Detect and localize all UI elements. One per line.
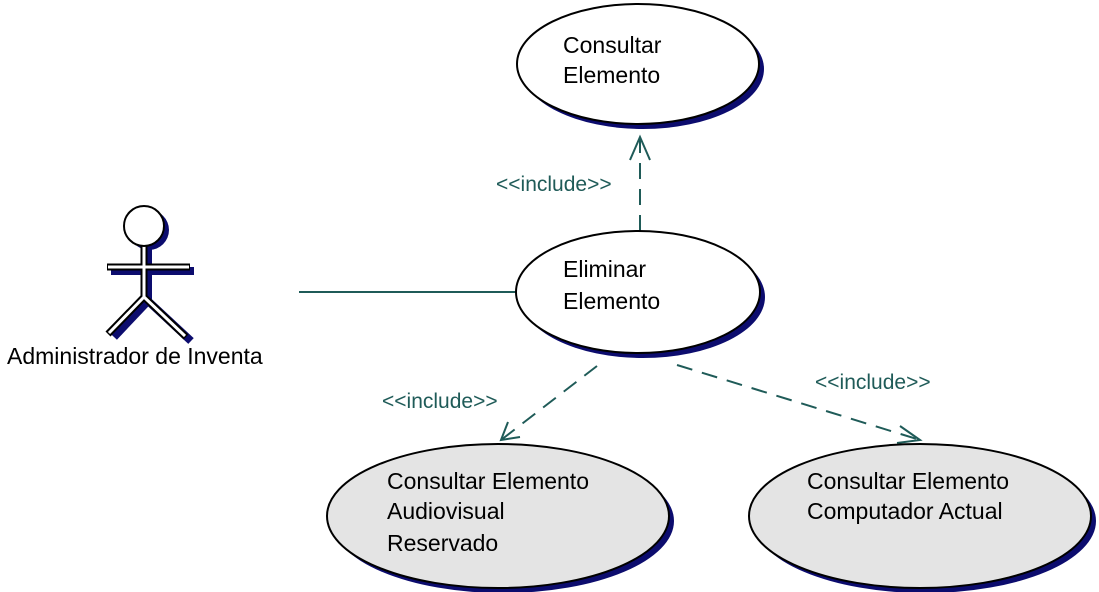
use-case-label: Consultar Elemento bbox=[387, 468, 589, 494]
use-case-consultar-elemento[interactable]: Consultar Elemento bbox=[516, 3, 764, 129]
use-case-label: Elemento bbox=[563, 62, 660, 88]
actor-label: Administrador de Inventa bbox=[7, 343, 263, 369]
include-arrow-computador[interactable] bbox=[676, 364, 923, 444]
use-case-eliminar-elemento[interactable]: Eliminar Elemento bbox=[515, 230, 765, 358]
use-case-label: Reservado bbox=[387, 530, 498, 556]
include-label-top: <<include>> bbox=[496, 173, 612, 196]
include-label-right: <<include>> bbox=[815, 371, 931, 394]
use-case-label: Computador Actual bbox=[807, 498, 1003, 524]
use-case-label: Consultar Elemento bbox=[807, 468, 1009, 494]
include-arrow-audiovisual[interactable] bbox=[499, 365, 598, 442]
use-case-label: Eliminar bbox=[563, 256, 646, 282]
use-case-consultar-audiovisual[interactable]: Consultar Elemento Audiovisual Reservado bbox=[326, 443, 674, 592]
include-arrow-consultar[interactable] bbox=[629, 134, 651, 231]
use-case-label: Consultar bbox=[563, 32, 662, 58]
use-case-label: Elemento bbox=[563, 288, 660, 314]
stick-figure-actor-icon[interactable] bbox=[105, 205, 194, 344]
use-case-label: Audiovisual bbox=[387, 498, 505, 524]
use-case-consultar-computador[interactable]: Consultar Elemento Computador Actual bbox=[748, 443, 1096, 592]
include-label-left: <<include>> bbox=[382, 390, 498, 413]
